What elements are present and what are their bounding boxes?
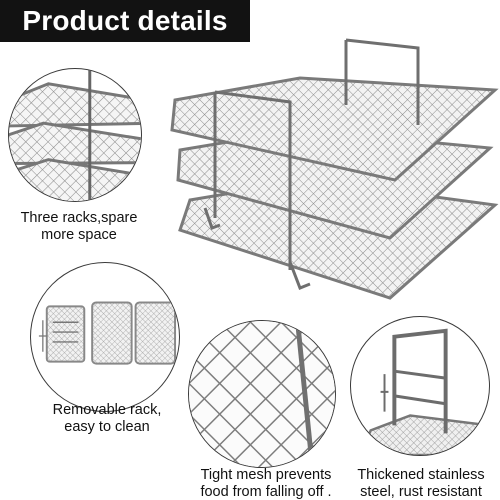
mesh-closeup bbox=[189, 321, 335, 467]
caption-line: Thickened stainless bbox=[357, 467, 485, 483]
three-tier-rack-image bbox=[160, 30, 500, 320]
caption-line: more space bbox=[41, 227, 117, 243]
stainless-steel-detail-circle bbox=[350, 316, 490, 456]
product-details-banner: Product details bbox=[0, 0, 250, 42]
steel-handle-closeup bbox=[359, 328, 489, 455]
three-racks-detail-circle bbox=[8, 68, 142, 202]
three-racks-caption: Three racks,spare more space bbox=[6, 210, 152, 244]
caption-line: easy to clean bbox=[64, 419, 150, 435]
tight-mesh-detail-circle bbox=[188, 320, 336, 468]
caption-line: food from falling off . bbox=[200, 484, 332, 500]
caption-line: Removable rack, bbox=[52, 402, 162, 418]
stainless-steel-caption: Thickened stainless steel, rust resistan… bbox=[342, 467, 500, 500]
banner-title: Product details bbox=[22, 5, 228, 36]
caption-line: Tight mesh prevents bbox=[200, 467, 332, 483]
tight-mesh-caption: Tight mesh prevents food from falling of… bbox=[186, 467, 346, 500]
removable-rack-caption: Removable rack, easy to clean bbox=[34, 402, 180, 436]
caption-line: steel, rust resistant bbox=[360, 484, 482, 500]
removable-rack-detail-circle bbox=[30, 262, 180, 412]
stacked-racks-closeup bbox=[9, 69, 141, 201]
rack-illustration bbox=[170, 38, 499, 300]
caption-line: Three racks,spare bbox=[20, 210, 138, 226]
separated-racks-closeup bbox=[38, 301, 177, 365]
